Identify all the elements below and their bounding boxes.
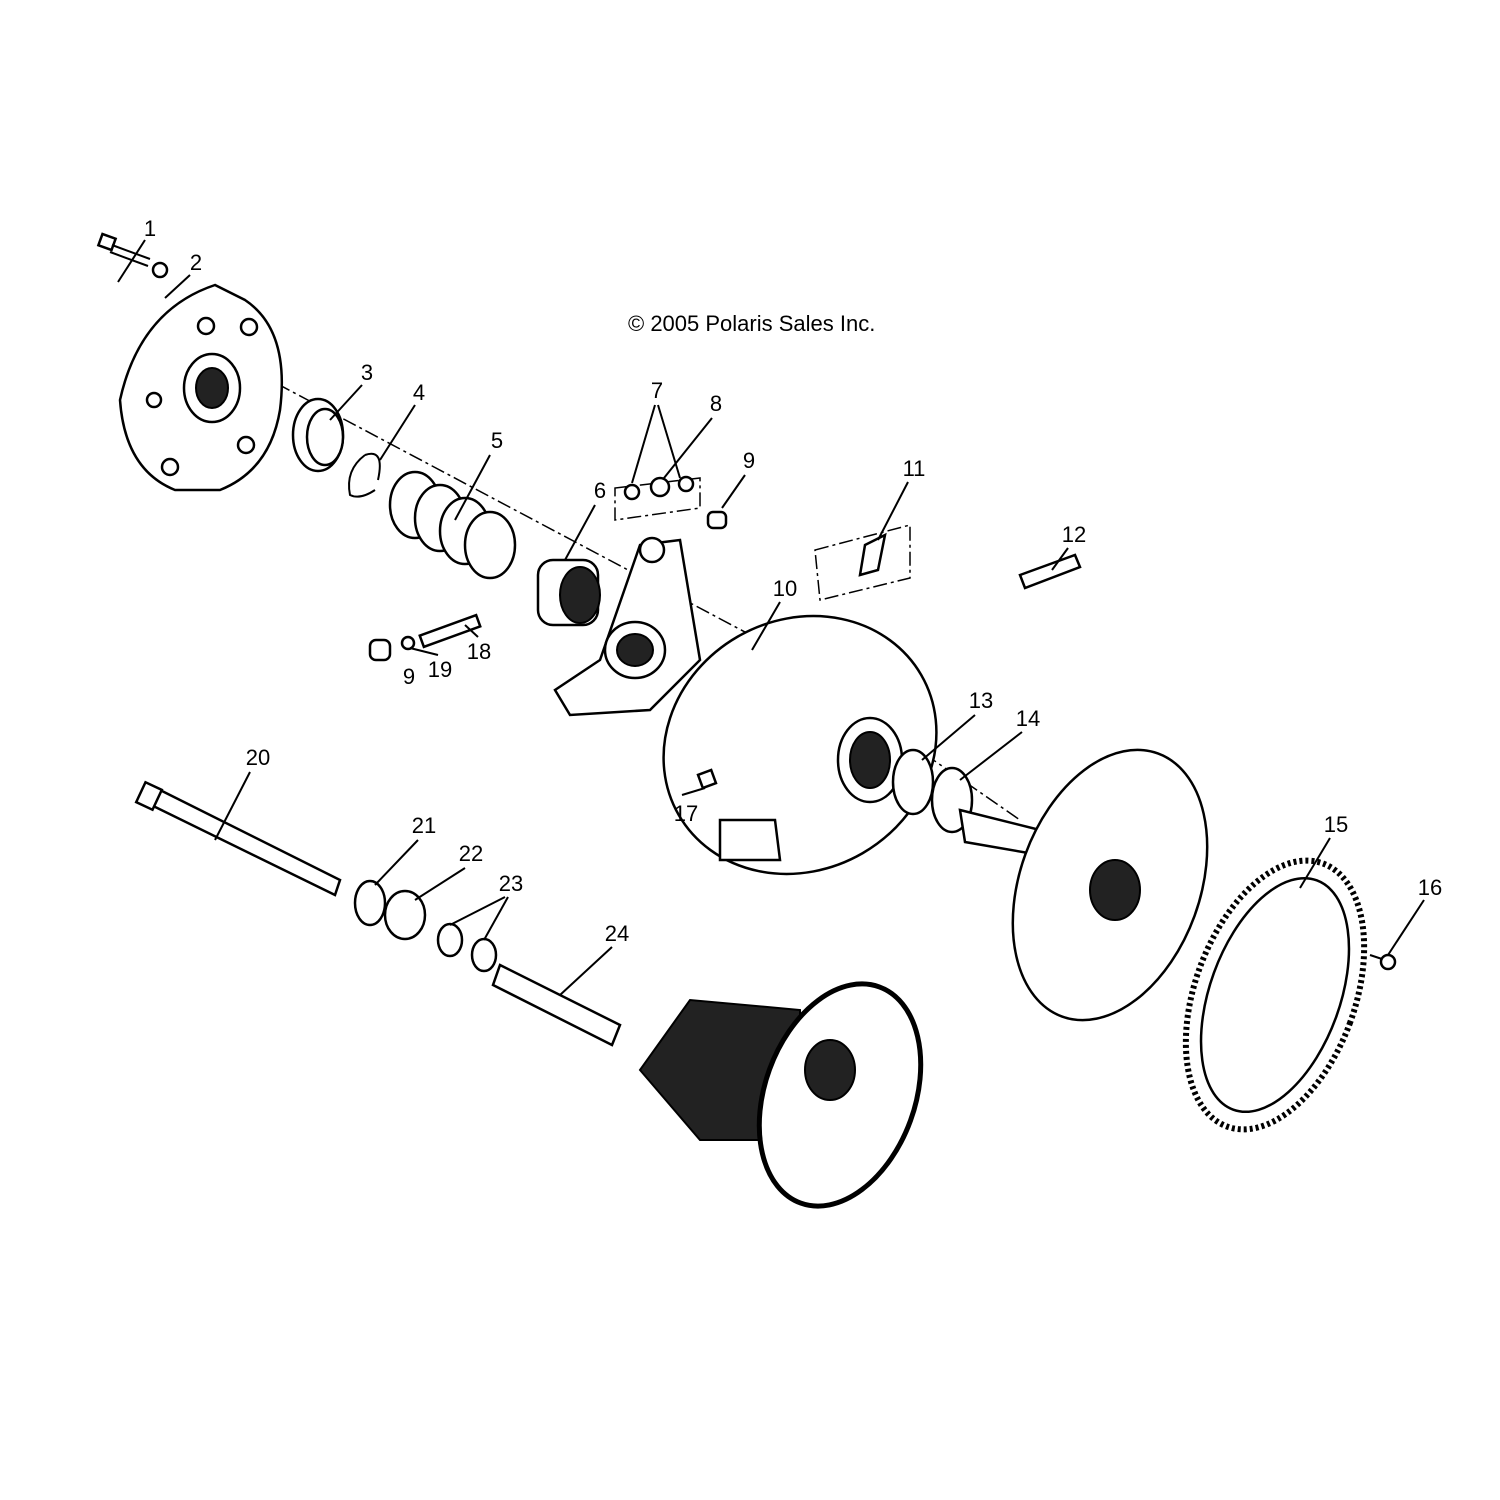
copyright-text: © 2005 Polaris Sales Inc. [628,311,875,336]
part-16-screw [1369,953,1397,971]
part-9-cap [706,510,728,530]
part-11-clip [858,532,887,577]
callout-8: 8 [710,391,722,416]
part-23-oring [436,922,464,958]
part-21-lock-washer [353,879,387,927]
assembled-clutch [638,981,924,1209]
callout-14: 14 [1016,706,1040,731]
callout-20: 20 [246,745,270,770]
part-5-spring [388,470,517,580]
callout-4: 4 [413,380,425,405]
part-13-bushing [891,748,935,816]
callout-6: 6 [594,478,606,503]
callout-10: 10 [773,576,797,601]
callout-21: 21 [412,813,436,838]
part-7-washer-b [677,475,695,493]
part-9-cap-b [368,638,392,662]
callout-1: 1 [144,216,156,241]
part-19-oring [400,635,416,651]
part-8-nut [649,476,671,498]
part-4-snap-ring-b [364,452,381,481]
part-20-long-bolt [134,780,342,897]
part-7-washer [623,483,641,501]
callout-7: 7 [651,378,663,403]
callout-11: 11 [903,456,926,481]
callout-17: 17 [674,801,698,826]
moveable-sheave [662,614,938,876]
fixed-sheave [958,748,1209,1022]
callout-2: 2 [190,250,202,275]
callout-23: 23 [499,871,523,896]
part-17-nut [696,768,718,790]
hardware-callout-box-11 [814,524,911,601]
callout-19: 19 [428,657,452,682]
callout-22: 22 [459,841,483,866]
part-15-ring-gear [1182,857,1368,1133]
callout-24: 24 [605,921,629,946]
part-22-spacer [383,889,427,941]
callout-13: 13 [969,688,993,713]
part-4-snap-ring [348,454,376,498]
hardware-callout-box-7-8 [614,477,701,521]
callout-3: 3 [361,360,373,385]
part-1-bolt [96,232,151,267]
spider-arm-assembly [553,536,702,717]
callout-5: 5 [491,428,503,453]
callout-18: 18 [467,639,491,664]
callout-15: 15 [1324,812,1348,837]
part-12-pin [1018,553,1082,590]
callout-9: 9 [743,448,755,473]
part-6-roller-cam [536,558,601,627]
callout-12: 12 [1062,522,1086,547]
callout-9-lower: 9 [403,664,415,689]
cover-housing [118,283,284,492]
part-3-bushing [291,397,345,473]
callout-16: 16 [1418,875,1442,900]
part-24-shaft [491,963,622,1047]
part-2-washer [151,261,169,279]
leader-lines [117,239,1425,996]
part-23-oring-b [470,937,498,973]
part-18-pin [418,613,482,649]
